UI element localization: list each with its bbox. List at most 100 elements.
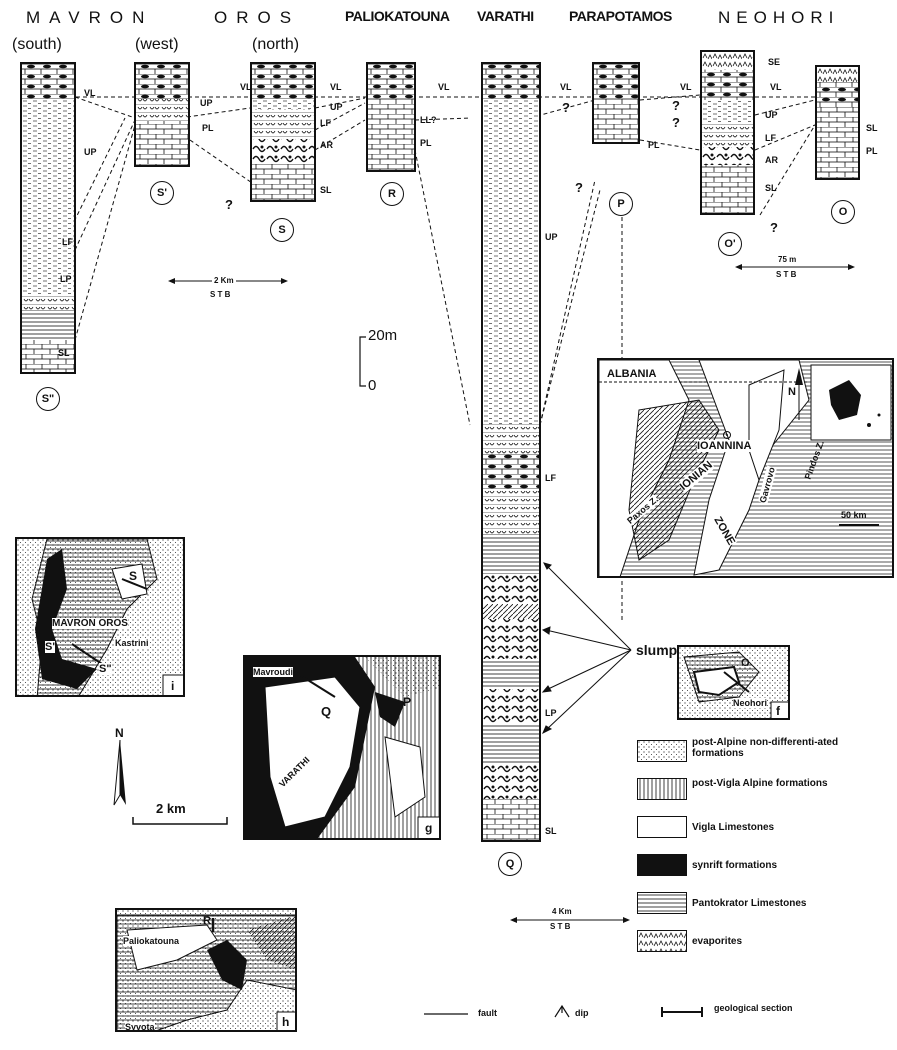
inset-i-mavron-oros: MAVRON OROS (52, 618, 128, 629)
inset-map-h: R Paliokatouna Syvota h (115, 908, 297, 1032)
legend-label-post-alpine: post-Alpine non-differenti-ated formatio… (692, 737, 839, 759)
label-lp-q: LP (545, 708, 557, 718)
scale-2km: 2 Km (212, 276, 236, 285)
label-ll-r: LL? (420, 115, 437, 125)
column-o-prime (700, 50, 755, 215)
section-s1-marker: S' (150, 181, 174, 205)
scale-75m: 75 m (776, 255, 799, 264)
section-s2-marker: S" (36, 387, 60, 411)
legend-label-synrift: synrift formations (692, 860, 778, 871)
label-vl-o1: VL (680, 82, 692, 92)
column-p (592, 62, 640, 144)
scale-4km: 4 Km (550, 907, 574, 916)
legend-label-pantokrator: Pantokrator Limestones (692, 898, 807, 909)
label-q-o1c: ? (770, 220, 778, 235)
inset-map-i: S MAVRON OROS Kastrini S' S" i (15, 537, 185, 697)
section-s-marker: S (270, 218, 294, 242)
vertical-scale-0: 0 (368, 377, 377, 394)
scale-75m-arrow (735, 264, 855, 270)
section-r-marker: R (380, 182, 404, 206)
inset-f-neohori: Neohori (733, 698, 768, 708)
label-lf-q: LF (545, 473, 556, 483)
inset-g-q: Q (321, 704, 332, 719)
inset-i-panel-label: i (171, 679, 175, 693)
section-q-marker: Q (498, 852, 522, 876)
label-sl-north: SL (320, 185, 332, 195)
label-se-o1: SE (768, 57, 781, 67)
label-pl-r: PL (420, 138, 432, 148)
header-varathi: VARATHI (477, 8, 534, 24)
column-r (366, 62, 416, 172)
header-oros: OROS (214, 8, 301, 27)
north-label: N (115, 726, 124, 740)
map-scale-50km: 50 km (841, 510, 867, 520)
label-vl-north-left: VL (240, 82, 252, 92)
inset-g-mavroudi: Mavroudi (253, 667, 294, 677)
section-o1-marker: O' (718, 232, 742, 256)
scale-4km-stb: S T B (550, 922, 571, 931)
legend-label-evaporites: evaporites (692, 936, 743, 947)
label-sl-o1: SL (765, 183, 777, 193)
slump-arrows (541, 562, 632, 735)
label-sl-o: SL (866, 123, 878, 133)
vertical-scale-bar (359, 336, 366, 387)
map-label-ioannina: IOANNINA (697, 440, 752, 452)
label-sl-q: SL (545, 826, 557, 836)
map-north-label: N (788, 386, 796, 398)
label-up-q: UP (545, 232, 558, 242)
label-q-p1: ? (562, 100, 570, 115)
inset-i-kastrini: Kastrini (115, 638, 149, 648)
scale-2km-stb: S T B (210, 290, 231, 299)
column-q (481, 62, 541, 842)
header-mavron: MAVRON (26, 8, 154, 27)
fault-symbol (424, 1013, 468, 1015)
label-sl-south: SL (58, 348, 70, 358)
inset-f-panel-label: f (776, 704, 780, 718)
label-vl-north: VL (330, 82, 342, 92)
label-vl-o1b: VL (770, 82, 782, 92)
label-up-o1: UP (765, 110, 778, 120)
label-pl-o: PL (866, 146, 878, 156)
label-ar-o1: AR (765, 155, 778, 165)
map-scale-2km: 2 km (156, 801, 186, 816)
inset-h-paliokatouna: Paliokatouna (123, 936, 180, 946)
section-o-marker: O (831, 200, 855, 224)
label-q-p2: ? (575, 180, 583, 195)
header-parapotamos: PARAPOTAMOS (569, 8, 672, 24)
legend-swatch-black (637, 854, 687, 876)
scale-4km-arrow (510, 917, 630, 923)
legend-fault: fault (478, 1008, 497, 1018)
legend-label-post-vigla: post-Vigla Alpine formations (692, 778, 828, 789)
legend-dip: dip (575, 1008, 589, 1018)
label-q-west: ? (225, 197, 233, 212)
inset-g-panel-label: g (425, 821, 433, 835)
label-lp-south: LP (60, 274, 72, 284)
legend-swatch-vertical (637, 778, 687, 800)
inset-map-f: Neohori O f (677, 645, 790, 720)
vertical-scale-20m: 20m (368, 327, 398, 344)
map-scale-bar (132, 817, 228, 825)
legend-swatch-blank (637, 816, 687, 838)
subheader-north: (north) (252, 36, 300, 53)
inset-h-panel-label: h (282, 1015, 290, 1029)
legend-swatch-carets (637, 930, 687, 952)
header-paliokatouna: PALIOKATOUNA (345, 8, 450, 24)
label-q-o1b: ? (672, 115, 680, 130)
dip-symbol (554, 1004, 570, 1018)
label-ar-north: AR (320, 140, 333, 150)
legend-label-vigla: Vigla Limestones (692, 822, 775, 833)
inset-i-s: S (129, 569, 138, 583)
inset-h-syvota: Syvota (125, 1022, 155, 1032)
subheader-south: (south) (12, 36, 62, 53)
legend-swatch-dots (637, 740, 687, 762)
column-s-west (134, 62, 190, 167)
section-p-marker: P (609, 192, 633, 216)
map-label-albania: ALBANIA (607, 368, 657, 380)
subheader-west: (west) (135, 36, 179, 53)
column-o (815, 65, 860, 180)
inset-map-g: Mavroudi Q P VARATHI g (243, 655, 441, 840)
column-s-north (250, 62, 316, 202)
inset-f-o: O (741, 657, 750, 669)
label-pl-west: PL (202, 123, 214, 133)
north-arrow (113, 740, 126, 806)
